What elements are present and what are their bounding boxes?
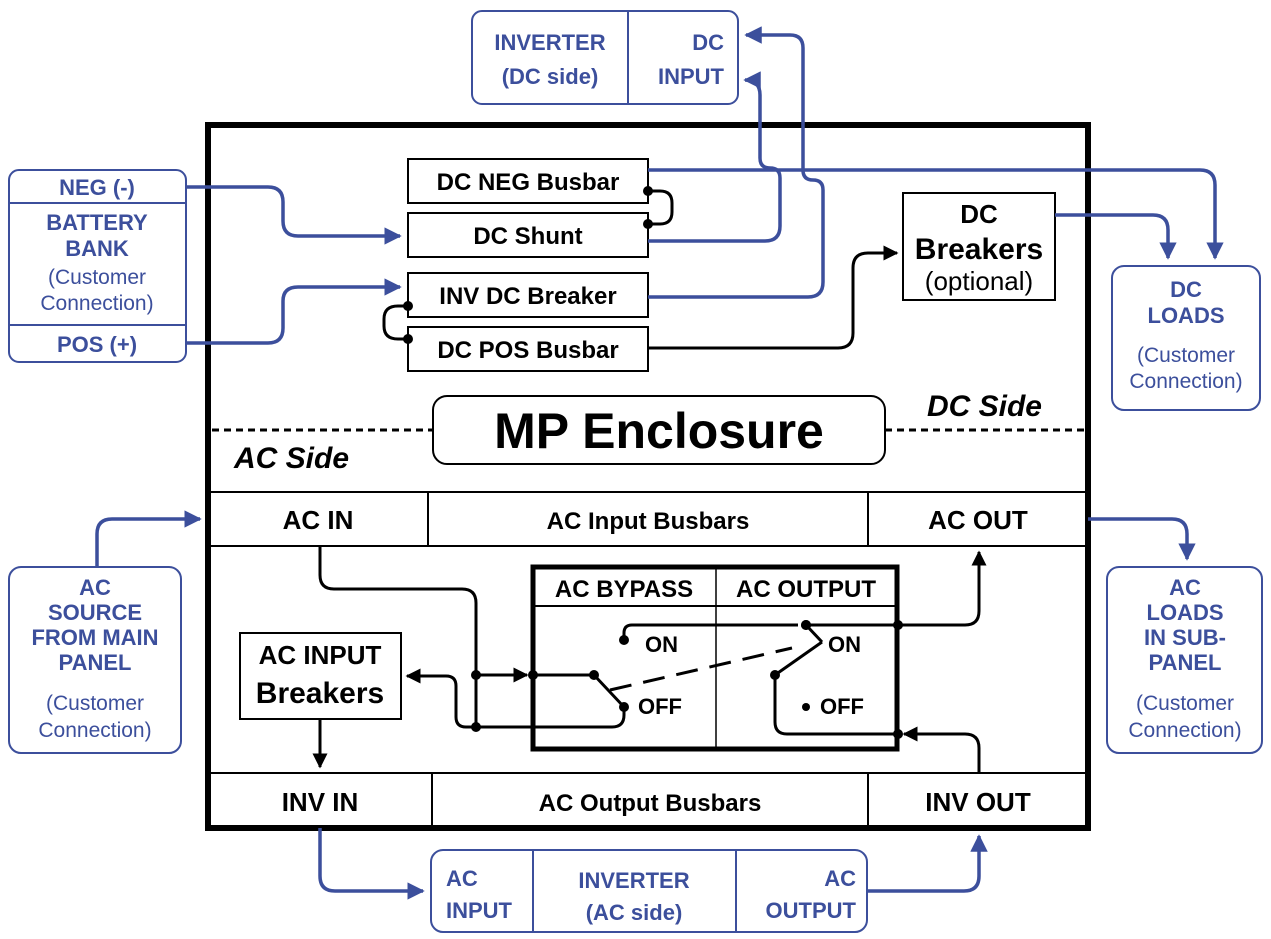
enclosure-title: MP Enclosure — [494, 403, 824, 459]
breaker-to-inverter-wire — [648, 26, 825, 299]
battery-bank-box — [8, 169, 187, 363]
battery-line1: BATTERY — [46, 210, 148, 235]
dc-pos-busbar: DC POS Busbar — [437, 337, 618, 364]
dc-pos-busbar-box — [407, 326, 649, 372]
ac-loads-line3: IN SUB- — [1144, 625, 1226, 650]
ac-source-line2: SOURCE — [48, 600, 142, 625]
from-inv-out-wire — [902, 726, 981, 773]
ac-source-line1: AC — [79, 575, 111, 600]
inv-out-terminal: INV OUT — [925, 787, 1031, 817]
dc-neg-busbar: DC NEG Busbar — [437, 169, 620, 196]
output-switch-blade — [774, 640, 823, 677]
battery-line4: Connection) — [40, 292, 153, 315]
dc-neg-busbar-box — [407, 158, 649, 204]
dc-loads-box — [1111, 265, 1261, 411]
ac-input-breakers-line2: Breakers — [256, 677, 384, 710]
ac-source-line4: PANEL — [59, 650, 132, 675]
inverter-ac-input-line1: AC — [446, 866, 478, 891]
ac-loads-line2: LOADS — [1147, 600, 1224, 625]
ac-loads-line1: AC — [1169, 575, 1201, 600]
inverter-ac-input-line2: INPUT — [446, 898, 513, 923]
dc-loads-line3: (Customer — [1137, 344, 1235, 367]
neg-shunt-jumper — [648, 189, 674, 226]
dc-loads-line1: DC — [1170, 277, 1202, 302]
ac-input-breakers-line1: AC INPUT — [259, 640, 382, 670]
dc-breakers-to-loads-wire — [1055, 213, 1177, 260]
output-off-label: OFF — [820, 694, 864, 719]
bypass-on-label: ON — [645, 632, 678, 657]
inverter-to-inv-out-wire — [867, 834, 988, 893]
ac-input-breakers-box — [239, 632, 402, 720]
output-switch-common — [773, 675, 898, 736]
ac-source-line3: FROM MAIN — [31, 625, 158, 650]
ac-source-line6: Connection) — [38, 719, 151, 742]
dc-breakers-line1: DC — [960, 199, 998, 229]
dc-breakers-line2: Breakers — [915, 233, 1043, 266]
battery-pos-terminal: POS (+) — [57, 332, 137, 357]
battery-line3: (Customer — [48, 266, 146, 289]
enclosure-outline — [205, 122, 1091, 831]
switch-mechanical-link — [609, 646, 793, 692]
inverter-ac-line1: INVERTER — [578, 868, 689, 893]
pos-to-dc-breakers-wire — [648, 245, 899, 350]
inverter-dc-line2: (DC side) — [502, 64, 599, 89]
battery-pos-to-breaker-wire — [186, 278, 402, 345]
ac-source-box — [8, 566, 182, 754]
battery-neg-to-shunt-wire — [186, 185, 402, 245]
breaker-pos-jumper — [382, 304, 408, 341]
ac-loads-box — [1106, 566, 1263, 754]
dc-side-label: DC Side — [927, 390, 1042, 423]
battery-line2: BANK — [65, 236, 129, 261]
dc-breakers-box — [902, 192, 1056, 301]
dc-breakers-line3: (optional) — [925, 266, 1033, 296]
inv-in-terminal: INV IN — [282, 787, 359, 817]
enclosure-title-box — [432, 395, 886, 465]
ac-in-to-breakers-loop — [405, 668, 626, 729]
inverter-dc-box — [471, 10, 739, 105]
ac-loads-line4: PANEL — [1149, 650, 1222, 675]
ac-in-feed-wire — [318, 546, 478, 727]
bypass-switch-blade — [592, 673, 626, 709]
battery-neg-terminal: NEG (-) — [59, 175, 135, 200]
ac-loads-line6: Connection) — [1128, 719, 1241, 742]
dc-shunt-box — [407, 212, 649, 258]
inv-dc-breaker: INV DC Breaker — [439, 283, 616, 310]
bypass-off-label: OFF — [638, 694, 682, 719]
inv-in-to-inverter-wire — [318, 828, 425, 900]
dc-shunt: DC Shunt — [473, 223, 582, 250]
ac-out-to-loads-wire — [1088, 517, 1196, 561]
dc-loads-line2: LOADS — [1148, 303, 1225, 328]
ac-source-line5: (Customer — [46, 692, 144, 715]
output-header: AC OUTPUT — [736, 576, 876, 603]
bypass-header: AC BYPASS — [555, 576, 693, 603]
output-on-label: ON — [828, 632, 861, 657]
output-off-contact — [802, 703, 810, 711]
ac-source-to-ac-in-wire — [95, 510, 202, 567]
ac-input-busbars: AC Input Busbars — [547, 508, 750, 535]
ac-side-label: AC Side — [233, 442, 349, 475]
ac-out-terminal: AC OUT — [928, 505, 1028, 535]
to-ac-out-wire — [898, 550, 987, 627]
inv-dc-breaker-box — [407, 272, 649, 318]
inverter-dc-input-line2: INPUT — [658, 64, 725, 89]
ac-output-busbars: AC Output Busbars — [539, 790, 762, 817]
ac-in-terminal: AC IN — [283, 505, 354, 535]
inverter-ac-output-line1: AC — [824, 866, 856, 891]
inverter-ac-line2: (AC side) — [586, 900, 683, 925]
inverter-dc-input-line1: DC — [692, 30, 724, 55]
neg-busbar-to-dc-loads-wire — [648, 168, 1224, 260]
inverter-ac-output-line2: OUTPUT — [766, 898, 857, 923]
dc-loads-line4: Connection) — [1129, 370, 1242, 393]
bypass-switch-box — [530, 564, 900, 752]
inverter-dc-line1: INVERTER — [494, 30, 605, 55]
ac-loads-line5: (Customer — [1136, 692, 1234, 715]
shunt-to-inverter-wire — [648, 71, 782, 243]
